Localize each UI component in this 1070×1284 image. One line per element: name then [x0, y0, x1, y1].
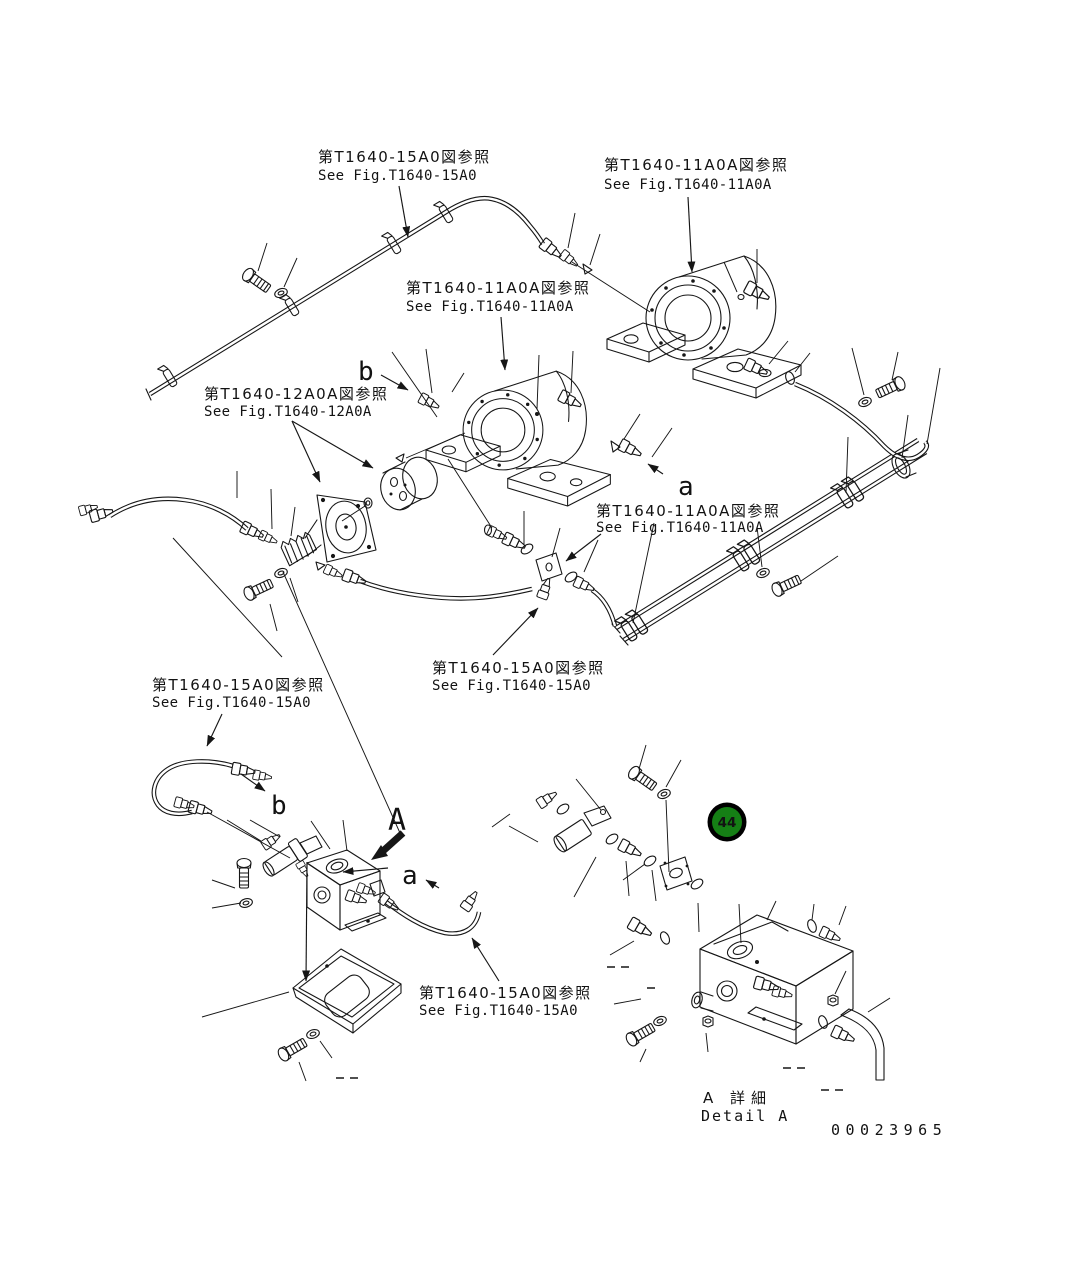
fig-ref-6-jp: 第T1640-15A0図参照	[432, 659, 605, 677]
mounting-tray	[275, 948, 402, 1064]
fig-ref-2-jp: 第T1640-11A0A図参照	[604, 156, 788, 174]
fig-ref-7-jp: 第T1640-15A0図参照	[152, 676, 325, 694]
callout-circle	[712, 807, 742, 837]
hose-loop-lower-left	[151, 759, 234, 817]
detail-a-assembly	[623, 763, 857, 1049]
fig-ref-6-en: See Fig.T1640-15A0	[432, 678, 591, 694]
fig-reference-1[interactable]: 第T1640-15A0図参照 See Fig.T1640-15A0	[318, 148, 491, 184]
fig-ref-1-en: See Fig.T1640-15A0	[318, 168, 477, 184]
hose-detail-bent	[840, 1008, 885, 1081]
fig-reference-6[interactable]: 第T1640-15A0図参照 See Fig.T1640-15A0	[432, 659, 605, 694]
section-letter-b-upper: b	[358, 357, 374, 387]
pipe-upper-left	[145, 195, 545, 401]
hose-valve-right	[384, 900, 482, 936]
valve-block-assembly	[236, 830, 482, 932]
reference-arrows	[206, 185, 696, 982]
hose-elbow-down	[590, 588, 618, 627]
fig-ref-3-en: See Fig.T1640-11A0A	[406, 299, 574, 315]
fig-ref-8-jp: 第T1640-15A0図参照	[419, 984, 592, 1002]
pump-flange	[280, 494, 377, 567]
callout-number: 44	[718, 815, 737, 831]
section-letter-b-lower: b	[271, 791, 287, 821]
fig-ref-1-jp: 第T1640-15A0図参照	[318, 148, 491, 166]
detail-a-label-jp: A 詳細	[703, 1089, 772, 1107]
pillow-block-bearing-center	[425, 370, 611, 507]
relief-valve-detail	[535, 788, 706, 892]
twin-pipe-run	[611, 438, 928, 646]
fig-reference-8[interactable]: 第T1640-15A0図参照 See Fig.T1640-15A0	[419, 984, 592, 1019]
hose-pump-lower	[359, 578, 533, 601]
pillow-block-bearing-upper	[606, 255, 802, 399]
fig-ref-3-jp: 第T1640-11A0A図参照	[406, 279, 590, 297]
leader-lines	[172, 212, 941, 1082]
fig-reference-5[interactable]: 第T1640-11A0A図参照 See Fig.T1640-11A0A	[596, 502, 780, 536]
elbow-fitting-block	[535, 552, 563, 582]
fig-ref-8-en: See Fig.T1640-15A0	[419, 1003, 578, 1019]
part-callout-44[interactable]: 44	[707, 802, 747, 842]
fig-ref-5-en: See Fig.T1640-11A0A	[596, 520, 764, 536]
break-dashes	[336, 966, 843, 1091]
detail-a-label-en: Detail A	[701, 1107, 789, 1125]
fig-ref-4-jp: 第T1640-12A0A図参照	[204, 385, 388, 403]
coupling-hub	[363, 453, 438, 511]
fig-reference-3[interactable]: 第T1640-11A0A図参照 See Fig.T1640-11A0A	[406, 279, 590, 315]
section-letter-a-lower: a	[402, 861, 418, 891]
pipe-clamps-twin	[615, 449, 917, 643]
fig-reference-4[interactable]: 第T1640-12A0A図参照 See Fig.T1640-12A0A	[204, 385, 388, 420]
round-clamp	[891, 449, 917, 479]
fittings-and-hardware	[77, 236, 908, 819]
fig-ref-7-en: See Fig.T1640-15A0	[152, 695, 311, 711]
view-arrow-a	[371, 830, 406, 860]
detail-a-label: A 詳細 Detail A	[701, 1089, 789, 1125]
fig-ref-4-en: See Fig.T1640-12A0A	[204, 404, 372, 420]
fig-ref-2-en: See Fig.T1640-11A0A	[604, 177, 772, 193]
drawing-number: 00023965	[831, 1121, 947, 1139]
fig-reference-2[interactable]: 第T1640-11A0A図参照 See Fig.T1640-11A0A	[604, 156, 788, 193]
view-letter-A: A	[388, 803, 406, 838]
section-letter-a-upper: a	[678, 472, 694, 502]
fig-ref-5-jp: 第T1640-11A0A図参照	[596, 502, 780, 520]
hose-pump-left	[108, 496, 249, 531]
fig-reference-7[interactable]: 第T1640-15A0図参照 See Fig.T1640-15A0	[152, 676, 325, 711]
